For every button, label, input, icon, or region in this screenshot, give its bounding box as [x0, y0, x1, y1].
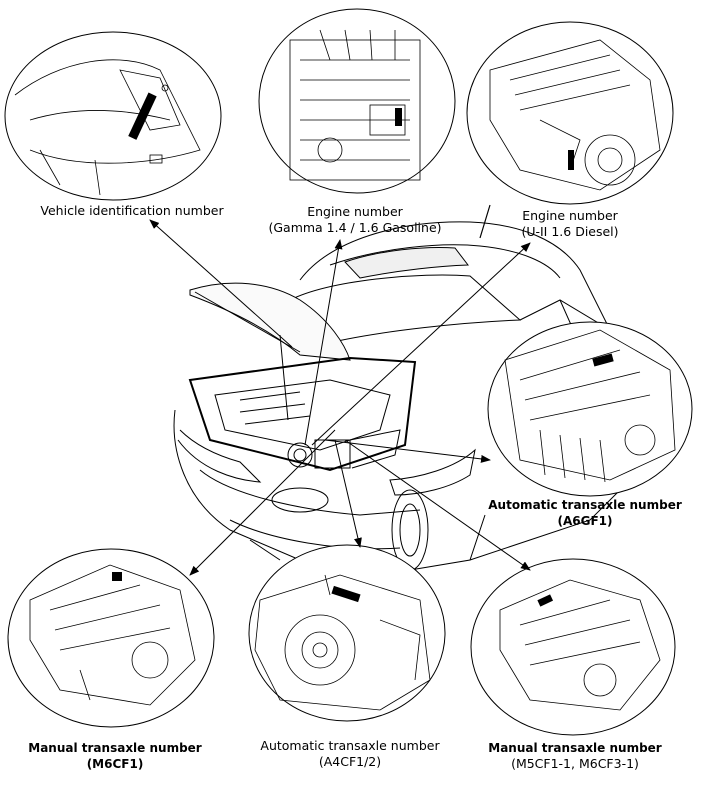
detail-manual-m6cf1 — [7, 548, 215, 728]
label-auto-a4cf: Automatic transaxle number (A4CF1/2) — [240, 738, 460, 770]
label-manual-m6cf1-line1: Manual transaxle number — [28, 741, 202, 755]
label-auto-a4cf-line2: (A4CF1/2) — [318, 754, 382, 769]
label-engine-gamma: Engine number (Gamma 1.4 / 1.6 Gasoline) — [250, 204, 460, 236]
vehicle-illustration — [173, 204, 651, 576]
arrow-manual-m6cf1 — [189, 429, 336, 576]
arrow-auto-a4cf — [334, 439, 362, 548]
label-manual-m5cf-line2: (M5CF1-1, M6CF3-1) — [511, 756, 639, 771]
vin-marker — [128, 92, 157, 140]
detail-engine-u2 — [466, 21, 674, 205]
label-vin: Vehicle identification number — [22, 203, 242, 219]
detail-engine-gamma — [258, 8, 456, 194]
auto-a6gf1-marker — [592, 353, 614, 367]
detail-vin — [4, 31, 222, 201]
arrow-engine-gamma — [304, 239, 343, 446]
leader-arrows — [149, 219, 531, 576]
engine-u2-marker — [568, 150, 574, 170]
arrow-vin — [149, 219, 293, 348]
label-manual-m5cf: Manual transaxle number (M5CF1-1, M6CF3-… — [475, 740, 675, 772]
label-manual-m5cf-line1: Manual transaxle number — [488, 741, 662, 755]
manual-m6cf1-marker — [112, 572, 122, 581]
label-vin-line1: Vehicle identification number — [40, 203, 224, 218]
label-auto-a6gf1-line2: (A6GF1) — [557, 514, 613, 528]
detail-manual-m5cf — [470, 558, 676, 736]
label-auto-a4cf-line1: Automatic transaxle number — [260, 738, 440, 753]
label-auto-a6gf1: Automatic transaxle number (A6GF1) — [480, 497, 690, 529]
label-engine-gamma-line2: (Gamma 1.4 / 1.6 Gasoline) — [268, 220, 442, 235]
detail-auto-a4cf — [248, 544, 446, 722]
label-engine-u2-line2: (U-II 1.6 Diesel) — [521, 224, 619, 239]
label-engine-u2: Engine number (U-II 1.6 Diesel) — [485, 208, 655, 240]
label-manual-m6cf1-line2: (M6CF1) — [86, 757, 144, 771]
arrow-manual-m5cf — [344, 439, 531, 571]
arrow-auto-a6gf1 — [324, 439, 491, 463]
manual-m5cf-marker — [537, 594, 554, 607]
arrow-engine-u2 — [311, 242, 531, 446]
detail-auto-a6gf1 — [487, 321, 693, 497]
label-engine-u2-line1: Engine number — [522, 208, 618, 223]
label-manual-m6cf1: Manual transaxle number (M6CF1) — [20, 740, 210, 772]
engine-gamma-marker — [395, 108, 402, 126]
auto-a4cf-marker — [331, 585, 361, 603]
label-engine-gamma-line1: Engine number — [307, 204, 403, 219]
label-auto-a6gf1-line1: Automatic transaxle number — [488, 498, 682, 512]
